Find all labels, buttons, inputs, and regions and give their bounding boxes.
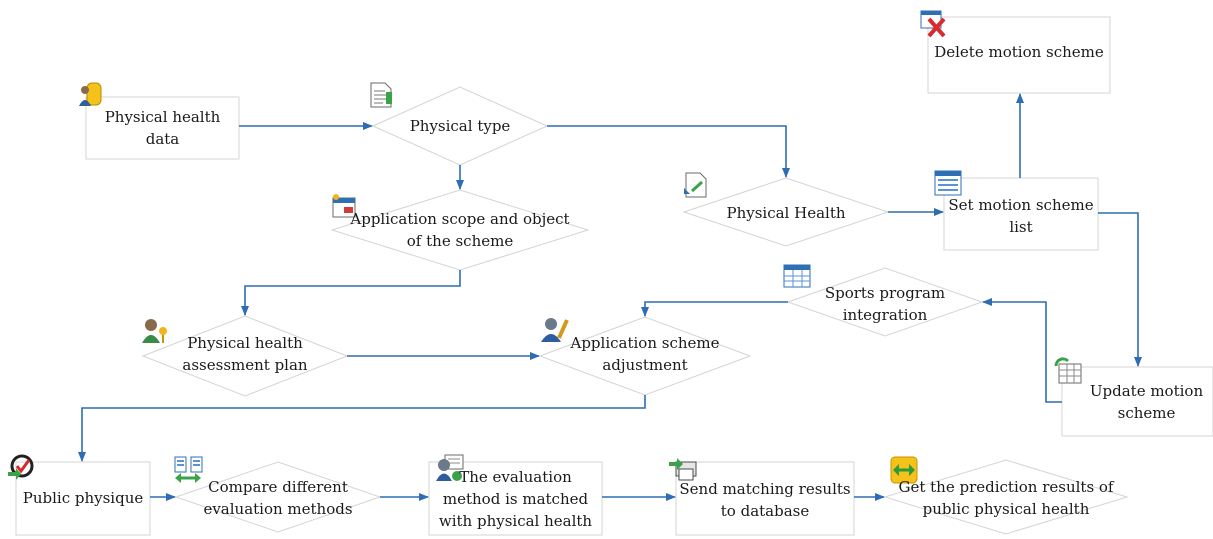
label-physical-health: Physical Health xyxy=(726,204,846,222)
label-set-motion-scheme-list: Set motion scheme list xyxy=(948,196,1094,236)
database-user-icon xyxy=(79,82,102,106)
compare-icon xyxy=(174,456,203,483)
user-edit-icon xyxy=(541,318,569,342)
node-set-motion-scheme-list xyxy=(943,177,1099,251)
node-application-scope xyxy=(330,189,590,271)
check-arrow-icon xyxy=(8,454,34,480)
printer-send-icon xyxy=(669,458,697,481)
label-physical-type: Physical type xyxy=(409,117,511,135)
label-send-matching-results: Send matching results to database xyxy=(679,480,851,520)
node-get-prediction-results xyxy=(883,459,1129,535)
table-icon xyxy=(783,264,811,288)
user-key-icon xyxy=(142,319,167,343)
node-physical-health-data xyxy=(85,96,240,160)
label-update-motion-scheme: Update motion scheme xyxy=(1089,382,1204,422)
calendar-icon xyxy=(332,194,356,218)
delete-icon xyxy=(920,10,946,38)
swap-arrows-icon xyxy=(890,456,918,484)
label-get-prediction-results: Get the prediction results of public phy… xyxy=(898,478,1114,518)
list-icon xyxy=(934,170,962,196)
update-table-icon xyxy=(1054,357,1082,384)
connector-integration-to-adjustment xyxy=(641,301,788,317)
label-application-scope: Application scope and object of the sche… xyxy=(350,210,570,250)
connector-update-to-integration xyxy=(982,298,1062,403)
connector-type-to-physical-health xyxy=(547,125,790,178)
label-compare-evaluation-methods: Compare different evaluation methods xyxy=(203,478,353,518)
label-sports-program-integration: Sports program integration xyxy=(824,284,946,324)
label-physical-health-assessment-plan: Physical health assessment plan xyxy=(182,334,308,374)
label-application-scheme-adjustment: Application scheme adjustment xyxy=(570,334,720,374)
node-send-matching-results xyxy=(675,461,855,536)
label-delete-motion-scheme: Delete motion scheme xyxy=(934,43,1104,61)
label-evaluation-method-matched: The evaluation method is matched with ph… xyxy=(438,468,593,530)
connector-scope-to-assessment xyxy=(241,270,461,316)
label-public-physique: Public physique xyxy=(22,489,144,507)
node-update-motion-scheme xyxy=(1061,366,1213,437)
label-physical-health-data: Physical health data xyxy=(104,108,221,148)
node-application-scheme-adjustment xyxy=(538,316,752,396)
document-icon xyxy=(370,82,392,108)
user-message-icon xyxy=(436,454,464,481)
node-public-physique xyxy=(15,461,151,536)
connector-adjustment-to-public xyxy=(78,395,646,462)
refresh-document-icon xyxy=(684,172,707,198)
node-delete-motion-scheme xyxy=(927,16,1111,94)
connector-list-to-update xyxy=(1098,212,1142,367)
